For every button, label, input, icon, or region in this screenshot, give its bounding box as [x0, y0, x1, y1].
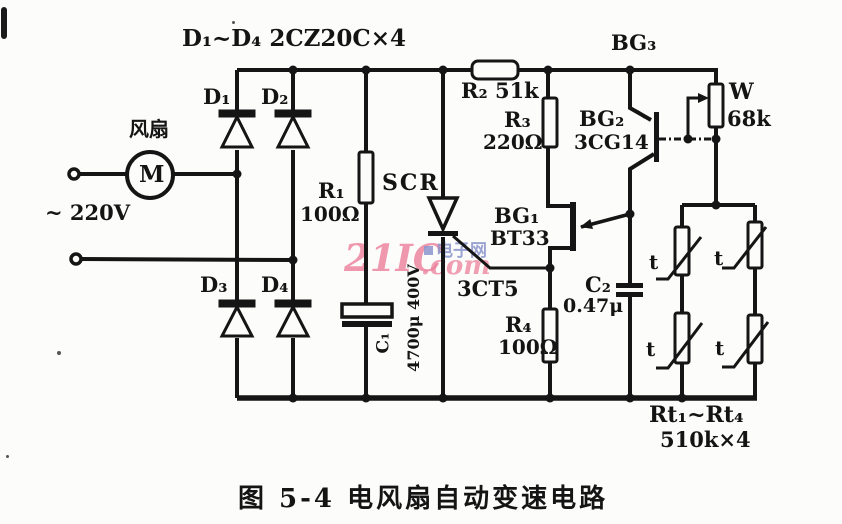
- label-rt-name: Rt₁~Rt₄: [649, 402, 744, 428]
- wire-r3: [546, 70, 570, 208]
- label-ac-supply: ~ 220V: [45, 200, 131, 225]
- diode-d3: [218, 299, 256, 338]
- label-r2: R₂ 51k: [461, 78, 539, 103]
- resistor-r1: [357, 150, 375, 205]
- diode-d4: [274, 299, 312, 338]
- label-d3: D₃: [200, 272, 228, 297]
- capacitor-c1: [340, 302, 394, 327]
- label-t-top-right: t: [714, 246, 724, 270]
- thermistor-rt2: [746, 220, 764, 270]
- transistor-bg2-arrow: [638, 110, 651, 120]
- label-r1-name: R₁: [318, 178, 345, 203]
- figure-caption: 图 5-4 电风扇自动变速电路: [238, 484, 609, 514]
- label-d2: D₂: [261, 84, 289, 109]
- label-r4-value: 100Ω: [498, 335, 558, 359]
- label-d1: D₁: [203, 84, 231, 109]
- label-d4: D₄: [261, 272, 289, 297]
- junction-dots: [232, 65, 721, 403]
- scan-smudge: [1, 7, 7, 39]
- label-r1-value: 100Ω: [300, 202, 360, 226]
- label-c1-value: 4700μ 400V: [404, 264, 423, 372]
- scan-speck: [6, 455, 9, 458]
- transistor-bg1-bar: [570, 202, 576, 251]
- scr-symbol: [426, 196, 460, 236]
- scan-speck: [232, 21, 235, 24]
- transistor-bg2-bar: [654, 112, 659, 162]
- label-t-bottom-left: t: [646, 337, 656, 361]
- wire-top-rail: [237, 68, 718, 84]
- wire-scr-gate: [452, 234, 547, 270]
- transistor-bg1-arrow: [580, 219, 593, 229]
- label-w-value: 68k: [727, 106, 771, 131]
- thermistor-rt3-strike: [656, 322, 704, 370]
- label-c2-name: C₂: [585, 272, 611, 297]
- label-t-top-left: t: [649, 250, 659, 274]
- wire-w-wiper: [686, 96, 701, 139]
- thermistor-rt2-strike: [722, 226, 768, 270]
- thermistor-rt4-strike: [722, 321, 770, 369]
- terminal-top: [67, 167, 81, 181]
- label-r3-name: R₃: [504, 107, 531, 132]
- label-fan: 风扇: [129, 117, 169, 141]
- terminal-bottom: [69, 252, 83, 266]
- resistor-r2: [470, 59, 520, 81]
- resistor-r4: [541, 307, 559, 364]
- label-bg2-name: BG₂: [579, 106, 625, 131]
- label-r3-value: 220Ω: [483, 130, 543, 154]
- label-scr-type: 3CT5: [457, 276, 519, 301]
- label-bg1-name: BG₁: [494, 203, 540, 228]
- scan-speck: [57, 351, 61, 355]
- wire-ac-lower: [80, 257, 294, 262]
- wire-ujt-base1-r4: [548, 246, 570, 398]
- label-t-bottom-right: t: [715, 336, 725, 360]
- label-bg2-type: 3CG14: [574, 130, 649, 154]
- watermark-logo: 21IC: [344, 236, 443, 280]
- diode-d2: [274, 109, 312, 149]
- label-diode-header: D₁~D₄ 2CZ20C×4: [182, 25, 407, 52]
- label-c1-name: C₁: [373, 332, 394, 354]
- label-motor-m: M: [139, 161, 165, 188]
- wire-bg2-collector: [628, 152, 656, 398]
- resistor-r3: [541, 96, 559, 149]
- label-r4-name: R₄: [505, 312, 532, 337]
- watermark-icon: [424, 246, 433, 255]
- potentiometer-w: [707, 82, 725, 129]
- label-scr-name: SCR: [382, 170, 440, 196]
- diode-d1: [218, 109, 256, 149]
- w-wiper-arrow: [698, 93, 709, 103]
- thermistor-rt1-strike: [656, 236, 703, 281]
- label-c2-value: 0.47μ: [563, 295, 624, 317]
- label-w-name: W: [729, 79, 754, 105]
- capacitor-c2: [616, 283, 643, 297]
- label-bg3: BG₃: [611, 30, 657, 55]
- label-rt-value: 510k×4: [660, 427, 751, 452]
- motor-circle: [125, 150, 175, 200]
- label-bg1-type: BT33: [490, 226, 550, 250]
